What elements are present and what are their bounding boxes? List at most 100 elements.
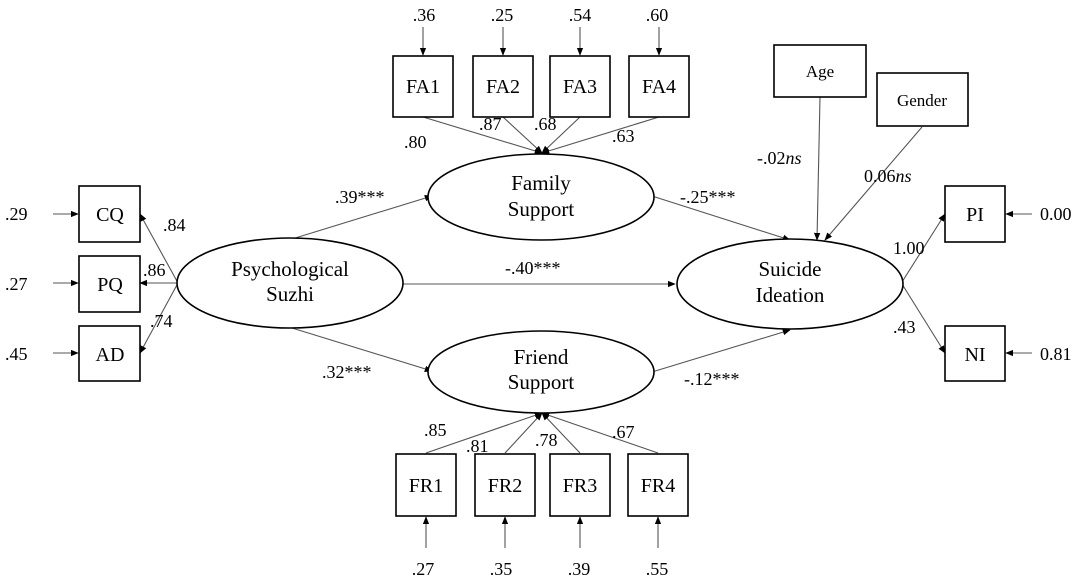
fr3-label: FR3 <box>563 475 597 497</box>
coef-age-ns: ns <box>786 148 802 168</box>
psychological-suzhi-ellipse <box>176 237 404 329</box>
fa2-box <box>472 55 534 118</box>
loading-cq: .84 <box>163 215 186 235</box>
error-fa3: .54 <box>569 5 592 25</box>
friend-support-label-line2: Support <box>508 370 575 394</box>
coef-psych-suicide: -.40*** <box>505 258 561 278</box>
loading-arrow-fr1 <box>425 412 543 454</box>
pq-label: PQ <box>97 274 123 296</box>
suicide-ideation-label-line2: Ideation <box>756 283 825 307</box>
loading-arrow-fr4 <box>541 412 659 454</box>
loading-arrow-cq <box>139 213 179 284</box>
loading-fr4: .67 <box>612 422 635 442</box>
family-support-label-line1: Family <box>511 171 571 195</box>
fa4-box <box>628 55 690 118</box>
latent-suicide-ideation: Suicide Ideation <box>676 238 904 330</box>
loading-arrow-pi <box>901 213 946 283</box>
coef-age-suicide: -.02ns <box>757 148 802 168</box>
error-labels: .29 .27 .45 .36 .25 .54 .60 .27 .35 .39 … <box>5 5 1072 579</box>
indicators-friend: FR1 FR2 FR3 FR4 <box>395 453 689 517</box>
coef-gender-ns: ns <box>896 166 912 186</box>
gender-box <box>876 72 969 127</box>
loading-arrow-ad <box>139 282 179 354</box>
fr2-box <box>474 453 536 517</box>
error-fa4: .60 <box>646 5 669 25</box>
error-fr1: .27 <box>412 559 435 579</box>
age-label: Age <box>806 62 834 81</box>
error-fa2: .25 <box>491 5 514 25</box>
error-pq: .27 <box>5 274 28 294</box>
path-psych-friend <box>291 327 433 372</box>
indicators-left: CQ PQ AD <box>78 185 141 382</box>
friend-support-ellipse <box>427 330 655 414</box>
error-ad: .45 <box>5 344 28 364</box>
error-fr4: .55 <box>646 559 669 579</box>
loading-arrow-fa2 <box>502 116 543 154</box>
fa2-label: FA2 <box>486 76 520 98</box>
paths-layer <box>53 27 1032 548</box>
error-cq: .29 <box>5 204 28 224</box>
loading-arrow-fr3 <box>541 412 581 454</box>
loading-fr3: .78 <box>535 430 558 450</box>
gender-label: Gender <box>897 91 947 110</box>
loading-labels: .84 .86 .74 .80 .87 .68 .63 .85 .81 .78 … <box>143 114 925 456</box>
family-support-ellipse <box>427 153 655 241</box>
friend-support-label-line1: Friend <box>514 345 569 369</box>
loading-arrow-fr2 <box>504 412 543 454</box>
fa1-label: FA1 <box>406 76 440 98</box>
suicide-ideation-label-line1: Suicide <box>759 257 822 281</box>
path-family-suicide <box>651 195 791 241</box>
error-fr3: .39 <box>568 559 591 579</box>
loading-ad: .74 <box>150 311 173 331</box>
error-fr2: .35 <box>490 559 513 579</box>
cq-box <box>78 185 141 243</box>
fr2-label: FR2 <box>488 475 522 497</box>
loading-pq: .86 <box>143 260 166 280</box>
fr1-box <box>395 453 457 517</box>
error-pi: 0.00 <box>1040 204 1072 224</box>
fa1-box <box>392 55 454 118</box>
fa3-box <box>549 55 611 118</box>
pi-label: PI <box>966 204 984 226</box>
loading-fa1: .80 <box>404 132 427 152</box>
indicators-family: FA1 FA2 FA3 FA4 <box>392 55 690 118</box>
path-gender-suicide <box>824 126 923 241</box>
fr1-label: FR1 <box>409 475 443 497</box>
loading-fa3: .68 <box>534 114 557 134</box>
ni-box <box>944 325 1006 382</box>
loading-fr1: .85 <box>424 420 447 440</box>
fr4-box <box>627 453 689 517</box>
pi-box <box>944 185 1006 243</box>
error-fa1: .36 <box>413 5 436 25</box>
ad-box <box>78 325 141 382</box>
path-labels: .39*** .32*** -.40*** -.25*** -.12*** -.… <box>322 148 912 389</box>
coef-age-value: -.02 <box>757 148 786 168</box>
psychological-suzhi-label-line2: Suzhi <box>266 282 314 306</box>
coef-gender-value: 0.06 <box>864 166 896 186</box>
pq-box <box>78 255 141 313</box>
loading-arrow-fa4 <box>541 116 660 154</box>
fa3-label: FA3 <box>563 76 597 98</box>
coef-psych-friend: .32*** <box>322 362 372 382</box>
covariates: Age Gender <box>773 44 969 127</box>
ad-label: AD <box>96 344 125 366</box>
loading-fa2: .87 <box>479 114 502 134</box>
path-friend-suicide <box>651 329 791 373</box>
loading-arrow-fa3 <box>541 116 581 154</box>
psychological-suzhi-label-line1: Psychological <box>231 257 349 281</box>
fr3-box <box>549 453 611 517</box>
loading-fr2: .81 <box>466 436 489 456</box>
error-ni: 0.81 <box>1040 344 1072 364</box>
coef-family-suicide: -.25*** <box>680 187 736 207</box>
loading-arrow-ni <box>901 283 946 354</box>
cq-label: CQ <box>96 204 124 226</box>
path-psych-family <box>291 195 433 240</box>
coef-psych-family: .39*** <box>335 187 385 207</box>
fr4-label: FR4 <box>641 475 675 497</box>
path-age-suicide <box>813 96 821 241</box>
age-box <box>773 44 867 98</box>
loading-fa4: .63 <box>612 126 635 146</box>
fa4-label: FA4 <box>642 76 676 98</box>
loading-ni: .43 <box>893 317 916 337</box>
